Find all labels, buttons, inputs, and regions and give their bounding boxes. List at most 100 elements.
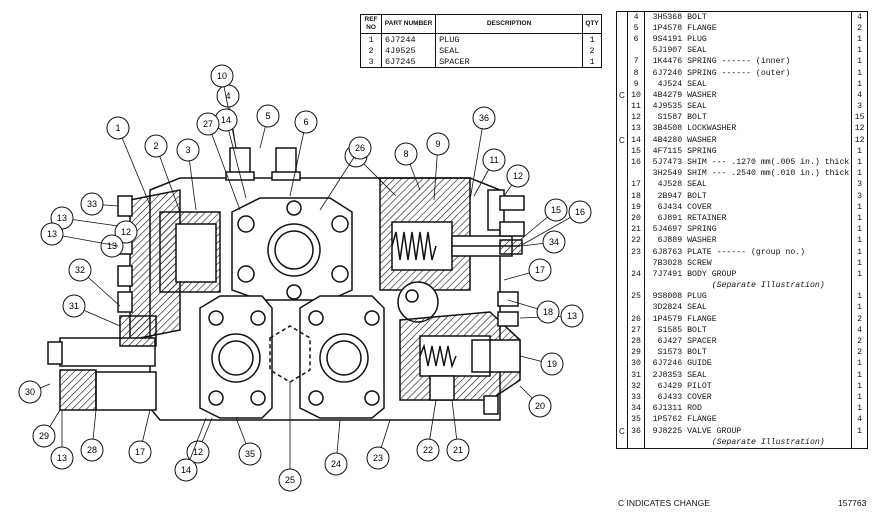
part-number-cell: 6J891 (657, 213, 683, 223)
quantity-cell: 1 (851, 358, 868, 370)
callout-circle (80, 192, 104, 216)
callout-circle (294, 110, 318, 134)
change-mark-cell (617, 225, 628, 236)
callout-circle (144, 134, 168, 158)
mini-qty-cell: 1 (589, 56, 595, 67)
change-mark-cell (617, 336, 628, 347)
callout-label: 14 (221, 115, 231, 125)
callout-label: 19 (547, 359, 557, 369)
change-mark-cell (617, 213, 628, 224)
ref-no-cell: 35 (627, 414, 645, 426)
callout-circle (50, 446, 74, 470)
ref-no-cell: 13 (627, 123, 645, 136)
quantity-cell: 1 (851, 168, 868, 180)
callout-label: 30 (25, 387, 35, 397)
callout-label: 12 (121, 227, 131, 237)
part-number-cell: 3D2824 (652, 303, 683, 313)
callout-circle (324, 452, 348, 476)
description-cell: BOLT (687, 113, 707, 123)
mini-part-cell: 6J7245 (381, 56, 437, 68)
description-cell: BODY GROUP (687, 269, 737, 279)
callout-label: 16 (575, 207, 585, 217)
ref-no-cell: 23 (627, 246, 645, 259)
description-cell: SCREW (687, 258, 712, 268)
change-mark-cell (617, 314, 628, 325)
quantity-cell: 2 (851, 314, 868, 326)
ref-no-cell: 31 (627, 370, 645, 382)
change-mark-cell: C (619, 426, 625, 436)
change-mark-cell: C (619, 90, 625, 100)
ref-no-cell: 17 (627, 179, 645, 191)
description-cell: SEAL (687, 303, 707, 313)
description-cell: (Separate Illustration) (711, 437, 825, 447)
description-cell: WASHER (687, 90, 717, 100)
change-mark-cell (617, 57, 628, 68)
part-number-cell: 5J1907 (652, 46, 683, 56)
ref-no-cell: 7 (627, 56, 645, 68)
callout-label: 33 (87, 199, 97, 209)
description-cell: BOLT (687, 12, 707, 22)
callout-label: 24 (331, 459, 341, 469)
change-mark-cell (617, 180, 628, 191)
callout-label: 22 (423, 445, 433, 455)
change-mark-cell (617, 258, 628, 269)
quantity-cell: 1 (851, 291, 868, 303)
part-number-cell: 5J7473 (652, 158, 683, 168)
callout-label: 18 (543, 307, 553, 317)
callout-label: 20 (535, 401, 545, 411)
callout-circle (256, 104, 280, 128)
callout-circle (416, 438, 440, 462)
callout-circle (18, 380, 42, 404)
quantity-cell: 1 (851, 235, 868, 247)
part-number-cell: 4B4280 (652, 135, 683, 145)
ref-no-cell: 5 (627, 23, 645, 35)
quantity-cell: 1 (851, 392, 868, 404)
change-mark-cell (617, 34, 628, 45)
ref-no-cell: 22 (627, 235, 645, 247)
callout-label: 23 (373, 453, 383, 463)
part-number-cell: 4J528 (657, 180, 683, 190)
part-number-cell: 6J1311 (652, 404, 683, 414)
ref-no-cell: 28 (627, 336, 645, 348)
description-cell: SEAL (687, 79, 707, 89)
quantity-cell: 1 (851, 157, 868, 169)
callout-label: 13 (57, 213, 67, 223)
part-number-cell: 6J427 (657, 337, 683, 347)
change-mark-cell (617, 415, 628, 426)
change-mark-cell (617, 202, 628, 213)
description-cell: BOLT (687, 191, 707, 201)
ref-no-cell: 8 (627, 67, 645, 80)
part-number-cell: 9S8008 (652, 292, 683, 302)
ref-no-cell: 34 (627, 403, 645, 415)
mini-qty-cell: 2 (589, 45, 595, 56)
leader-line (207, 123, 241, 211)
part-number-cell: S1585 (657, 325, 683, 335)
change-mark-cell (617, 381, 628, 392)
description-cell: SEAL (687, 370, 707, 380)
callout-label: 9 (435, 139, 440, 149)
description-cell: BOLT (687, 348, 707, 358)
callout-circle (80, 438, 104, 462)
callout-label: 1 (115, 123, 120, 133)
description-cell: SHIM --- .1270 mm(.005 in.) thick (687, 158, 850, 168)
callout-circle (106, 116, 130, 140)
part-number-cell: 5J4697 (652, 225, 683, 235)
callout-label: 13 (57, 453, 67, 463)
callout-label: 17 (535, 265, 545, 275)
mini-header-qty: QTY (582, 14, 602, 34)
